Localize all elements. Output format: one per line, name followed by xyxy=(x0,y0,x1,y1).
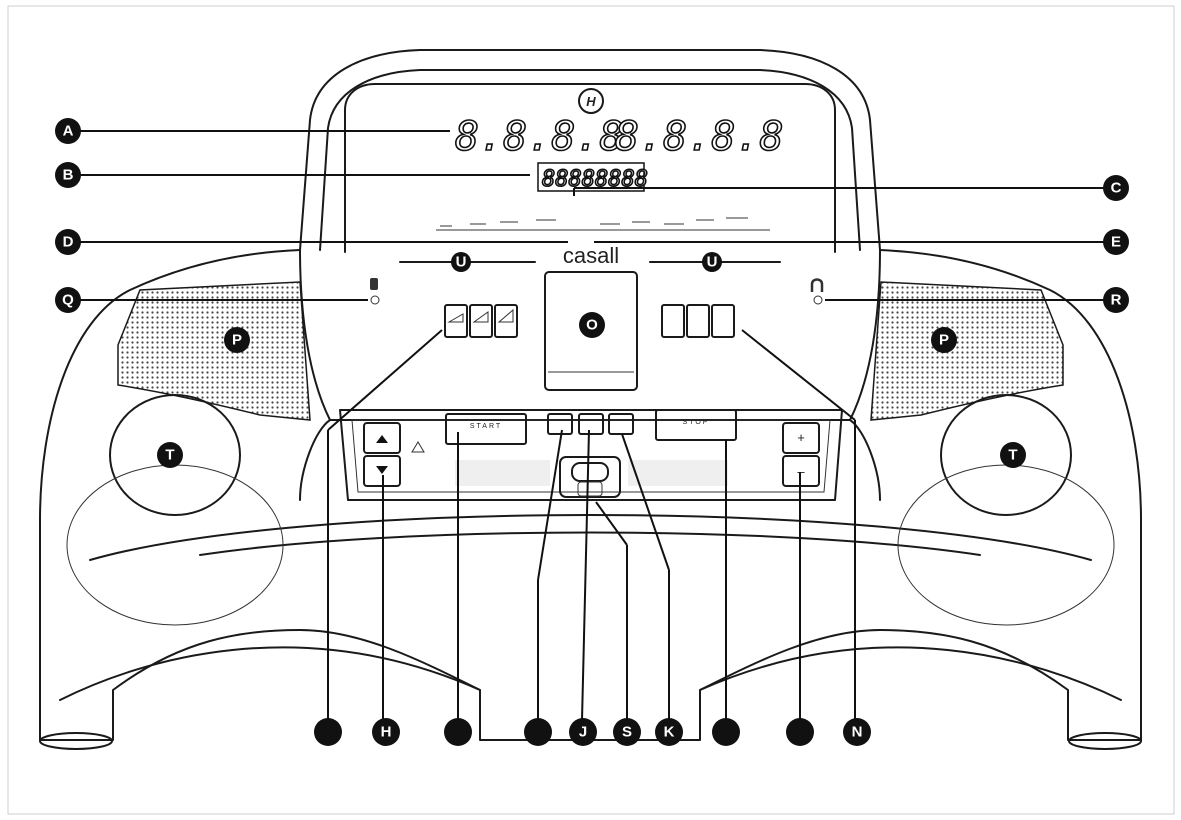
callout-marker-j xyxy=(569,718,597,746)
display-time-digits: 8.8.8.8 xyxy=(455,114,624,160)
callout-q: Q xyxy=(62,292,74,309)
callout-r: R xyxy=(1111,292,1122,309)
callout-marker-u-left xyxy=(451,252,471,272)
callout-o: O xyxy=(586,317,598,334)
callout-n: N xyxy=(852,724,863,741)
tablet-holder xyxy=(544,271,638,391)
callout-marker-b xyxy=(55,162,81,188)
logo-glyph: H xyxy=(586,94,596,109)
callout-marker-o xyxy=(579,312,605,338)
start-button xyxy=(445,413,527,445)
callout-k: K xyxy=(664,724,675,741)
handle-grip-left xyxy=(109,394,241,516)
callout-marker-f xyxy=(314,718,342,746)
callout-p-left: P xyxy=(232,332,242,349)
handle-grip-right xyxy=(940,394,1072,516)
callout-marker-k xyxy=(655,718,683,746)
callout-marker-t-left xyxy=(157,442,183,468)
callout-h: H xyxy=(381,724,392,741)
callout-b: B xyxy=(63,167,74,184)
callout-c: C xyxy=(1111,180,1122,197)
callout-marker-u-right xyxy=(702,252,722,272)
incline-quick-keys xyxy=(444,304,518,338)
callout-marker-l xyxy=(712,718,740,746)
center-display-frame xyxy=(537,162,645,192)
callout-marker-p-right xyxy=(931,327,957,353)
speed-quick-keys xyxy=(661,304,735,338)
image-frame xyxy=(7,5,1175,815)
speed-minus-label[interactable]: – xyxy=(797,464,805,479)
callout-e: E xyxy=(1111,234,1121,251)
speed-plus-button xyxy=(782,422,820,454)
callout-t-left: T xyxy=(165,447,174,464)
callout-u-right: U xyxy=(707,254,718,271)
callout-marker-c xyxy=(1103,175,1129,201)
callout-marker-a xyxy=(55,118,81,144)
callout-p-right: P xyxy=(939,332,949,349)
callout-t-right: T xyxy=(1008,447,1017,464)
stop-label[interactable]: STOP xyxy=(683,419,710,426)
callout-marker-m xyxy=(786,718,814,746)
callout-marker-n xyxy=(843,718,871,746)
callout-marker-r xyxy=(1103,287,1129,313)
callout-marker-d xyxy=(55,229,81,255)
safety-key-slot xyxy=(559,456,621,498)
incline-up-button xyxy=(363,422,401,454)
callout-a: A xyxy=(63,123,74,140)
speaker-grille-right xyxy=(870,281,1064,421)
speaker-grille-left xyxy=(117,281,311,421)
start-label[interactable]: START xyxy=(470,423,502,430)
stop-button xyxy=(655,409,737,441)
speed-plus-label[interactable]: + xyxy=(797,430,805,445)
program-indicators xyxy=(436,217,770,231)
callout-marker-g xyxy=(444,718,472,746)
brand-wordmark: casall xyxy=(563,243,619,268)
callout-marker-q xyxy=(55,287,81,313)
brand-logo-icon xyxy=(578,88,604,114)
callout-marker-p-left xyxy=(224,327,250,353)
callout-j: J xyxy=(579,724,587,741)
callout-marker-t-right xyxy=(1000,442,1026,468)
callout-marker-e xyxy=(1103,229,1129,255)
callouts: A B C D E U U Q R O P xyxy=(55,118,1129,746)
display-distance-digits: 8.8.8.8 xyxy=(615,114,784,160)
callout-marker-h xyxy=(372,718,400,746)
callout-d: D xyxy=(63,234,74,251)
callout-marker-i xyxy=(524,718,552,746)
callout-marker-s xyxy=(613,718,641,746)
callout-u-left: U xyxy=(456,254,467,271)
callout-s: S xyxy=(622,724,632,741)
